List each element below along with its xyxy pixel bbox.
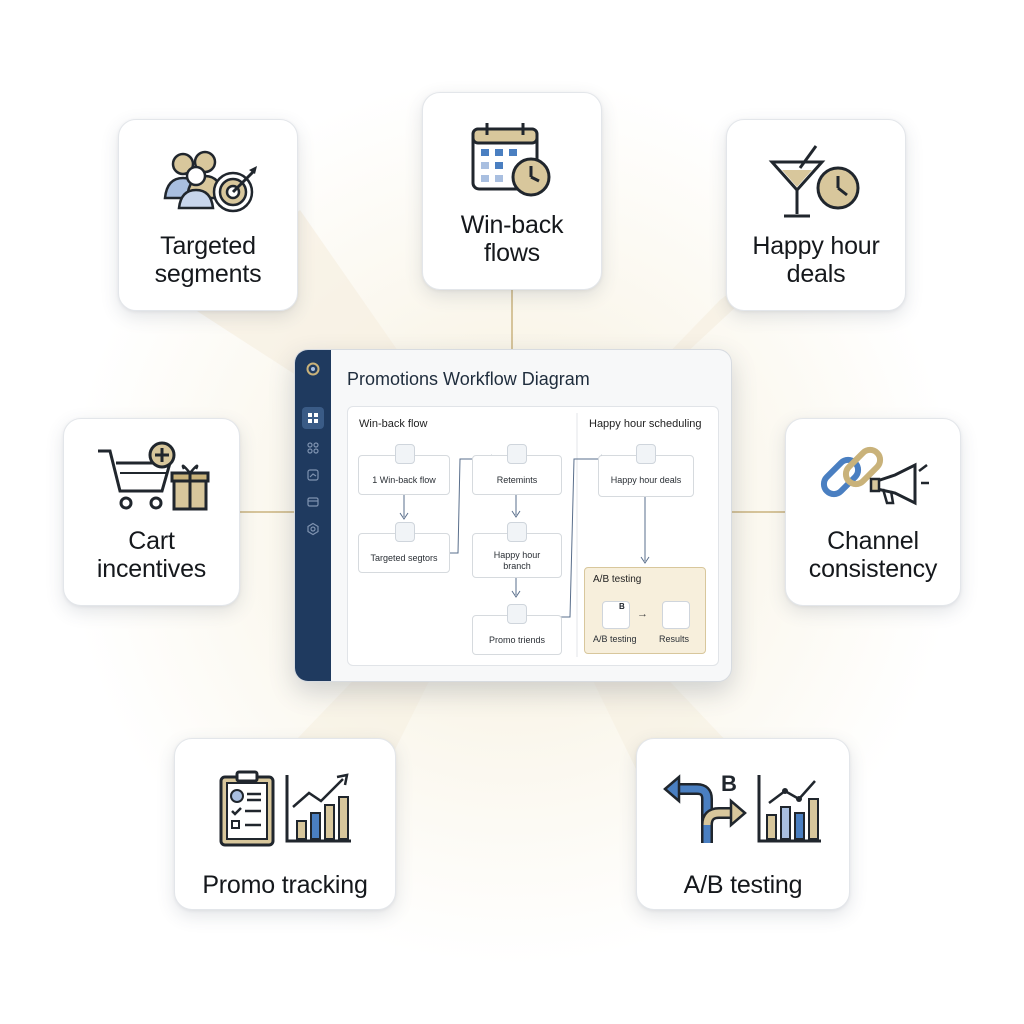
cocktail-clock-icon <box>768 145 860 218</box>
card-promo-tracking[interactable]: Promo tracking <box>174 738 396 910</box>
node-label: 1 Win-back flow <box>372 475 436 485</box>
node-happy-hour-deals[interactable]: Happy hour deals <box>598 444 694 497</box>
card-label: Channel consistency <box>808 527 938 583</box>
node-promo-triends[interactable]: Promo triends <box>472 604 562 655</box>
workflow-window: Promotions Workflow Diagram Win-back flo… <box>294 349 732 682</box>
node-icon <box>507 444 527 464</box>
settings-icon[interactable] <box>306 522 320 536</box>
node-label: Happy hour branch <box>493 550 541 571</box>
calendar-clock-icon <box>471 123 551 197</box>
card-targeted-segments[interactable]: Targeted segments <box>118 119 298 311</box>
node-icon <box>636 444 656 464</box>
sidebar-active-item[interactable] <box>302 407 324 429</box>
node-happy-hour-branch[interactable]: Happy hour branch <box>472 522 562 578</box>
card-channel-consistency[interactable]: Channel consistency <box>785 418 961 606</box>
node-icon <box>507 522 527 542</box>
split-arrow-chart-icon: B <box>663 771 821 843</box>
window-sidebar <box>295 350 331 681</box>
folder-icon[interactable] <box>306 495 320 509</box>
ab-right-label: Results <box>659 634 690 644</box>
card-label: Win-back flows <box>460 211 564 267</box>
cart-gift-icon <box>97 441 209 511</box>
ab-testing-group[interactable]: A/B testing B → A/B testing Results <box>584 567 706 654</box>
card-ab-testing[interactable]: B A/B testing <box>636 738 850 910</box>
logo-icon <box>306 362 320 376</box>
section-title-happy-hour: Happy hour scheduling <box>589 418 702 430</box>
ab-results-icon <box>662 601 690 629</box>
card-label: Targeted segments <box>154 232 262 288</box>
node-win-back-flow[interactable]: 1 Win-back flow <box>358 444 450 495</box>
node-label: Promo triends <box>488 635 546 645</box>
ab-arrow: → <box>637 608 648 620</box>
chart-icon[interactable] <box>306 468 320 482</box>
card-happy-hour-deals[interactable]: Happy hour deals <box>726 119 906 311</box>
card-label: Cart incentives <box>96 527 207 583</box>
card-label: Happy hour deals <box>752 232 880 288</box>
ab-left-label: A/B testing <box>593 634 637 644</box>
ab-split-icon: B <box>602 601 630 629</box>
link-megaphone-icon <box>820 446 929 506</box>
card-cart-incentives[interactable]: Cart incentives <box>63 418 240 606</box>
workflow-canvas: Win-back flow Happy hour scheduling 1 Wi… <box>347 406 719 666</box>
node-icon <box>395 522 415 542</box>
clipboard-chart-icon <box>219 770 351 847</box>
card-win-back-flows[interactable]: Win-back flows <box>422 92 602 290</box>
node-label: Happy hour deals <box>610 475 682 485</box>
window-title: Promotions Workflow Diagram <box>347 369 590 389</box>
card-label: A/B testing <box>683 871 803 899</box>
node-label: Retemints <box>496 475 538 485</box>
grid-icon[interactable] <box>306 411 320 425</box>
people-target-icon <box>163 150 257 213</box>
node-targeted-segments[interactable]: Targeted segtors <box>358 522 450 573</box>
section-title-win-back: Win-back flow <box>359 418 428 430</box>
node-retemints[interactable]: Retemints <box>472 444 562 495</box>
card-label: Promo tracking <box>202 871 368 899</box>
ab-badge: B <box>619 602 625 611</box>
node-icon <box>507 604 527 624</box>
apps-icon[interactable] <box>306 441 320 455</box>
ab-badge-text: B <box>721 771 737 796</box>
node-label: Targeted segtors <box>370 553 438 563</box>
ab-group-title: A/B testing <box>593 574 642 585</box>
node-icon <box>395 444 415 464</box>
